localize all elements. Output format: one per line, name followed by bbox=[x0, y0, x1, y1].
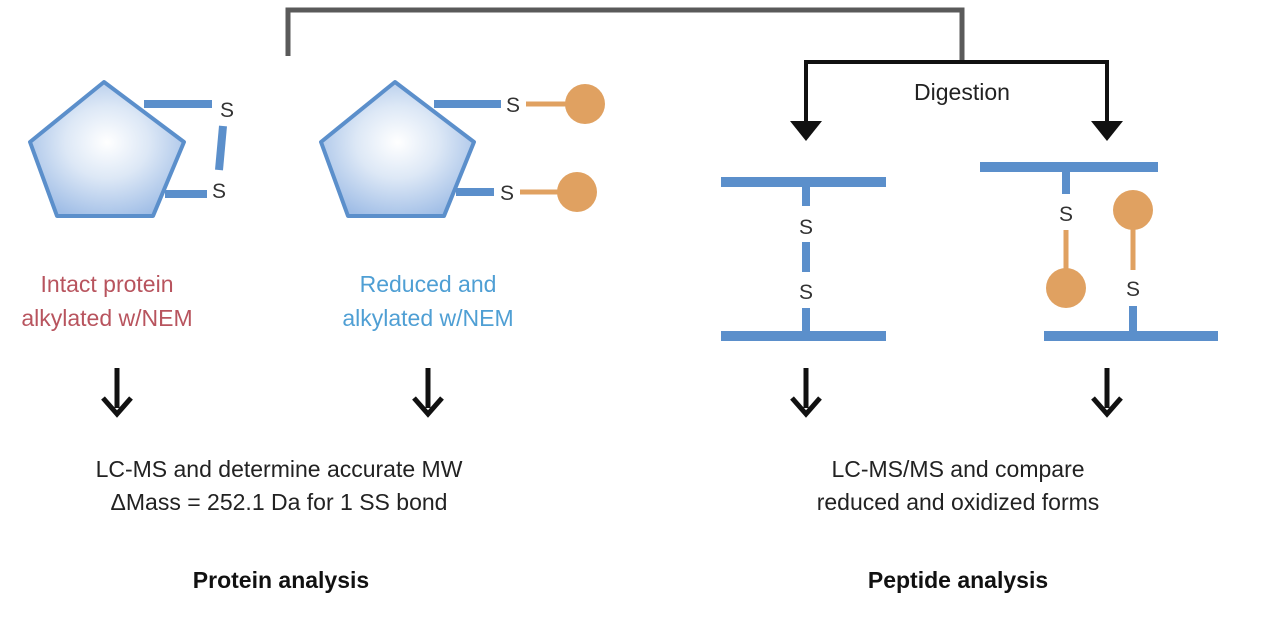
down-arrow-icon bbox=[101, 368, 133, 418]
reduced-protein-label: alkylated w/NEM bbox=[342, 305, 513, 331]
protein-method-text: ΔMass = 252.1 Da for 1 SS bond bbox=[111, 489, 448, 515]
pentagon-protein-icon bbox=[28, 80, 186, 218]
pentagon-protein-icon bbox=[319, 80, 476, 218]
disulfide-bond-line bbox=[215, 125, 227, 171]
digestion-split-connector bbox=[804, 60, 1109, 135]
protein-analysis-heading: Protein analysis bbox=[193, 567, 369, 593]
reduced-protein-label: Reduced and bbox=[360, 271, 497, 297]
sulfur-label: S bbox=[799, 281, 813, 304]
down-arrow-icon bbox=[1091, 368, 1123, 418]
sulfur-label: S bbox=[1059, 203, 1073, 226]
nem-ball-icon bbox=[1046, 268, 1086, 308]
nem-ball-icon bbox=[1113, 190, 1153, 230]
sulfur-label: S bbox=[506, 94, 520, 117]
peptide-method-text: LC-MS/MS and compare bbox=[831, 456, 1084, 482]
sulfur-label: S bbox=[500, 182, 514, 205]
protein-method-text: LC-MS and determine accurate MW bbox=[96, 456, 463, 482]
sulfur-label: S bbox=[220, 99, 234, 122]
down-arrow-icon bbox=[790, 368, 822, 418]
sulfur-label: S bbox=[1126, 278, 1140, 301]
sulfur-label: S bbox=[212, 180, 226, 203]
down-arrow-icon bbox=[790, 121, 822, 141]
sulfur-label: S bbox=[799, 216, 813, 239]
intact-protein-label: alkylated w/NEM bbox=[21, 305, 192, 331]
peptide-analysis-heading: Peptide analysis bbox=[868, 567, 1048, 593]
down-arrow-icon bbox=[1091, 121, 1123, 141]
digestion-label: Digestion bbox=[914, 79, 1010, 105]
top-bracket-connector bbox=[285, 7, 965, 62]
nem-ball-icon bbox=[557, 172, 597, 212]
down-arrow-icon bbox=[412, 368, 444, 418]
intact-protein-label: Intact protein bbox=[41, 271, 174, 297]
nem-ball-icon bbox=[565, 84, 605, 124]
peptide-method-text: reduced and oxidized forms bbox=[817, 489, 1100, 515]
